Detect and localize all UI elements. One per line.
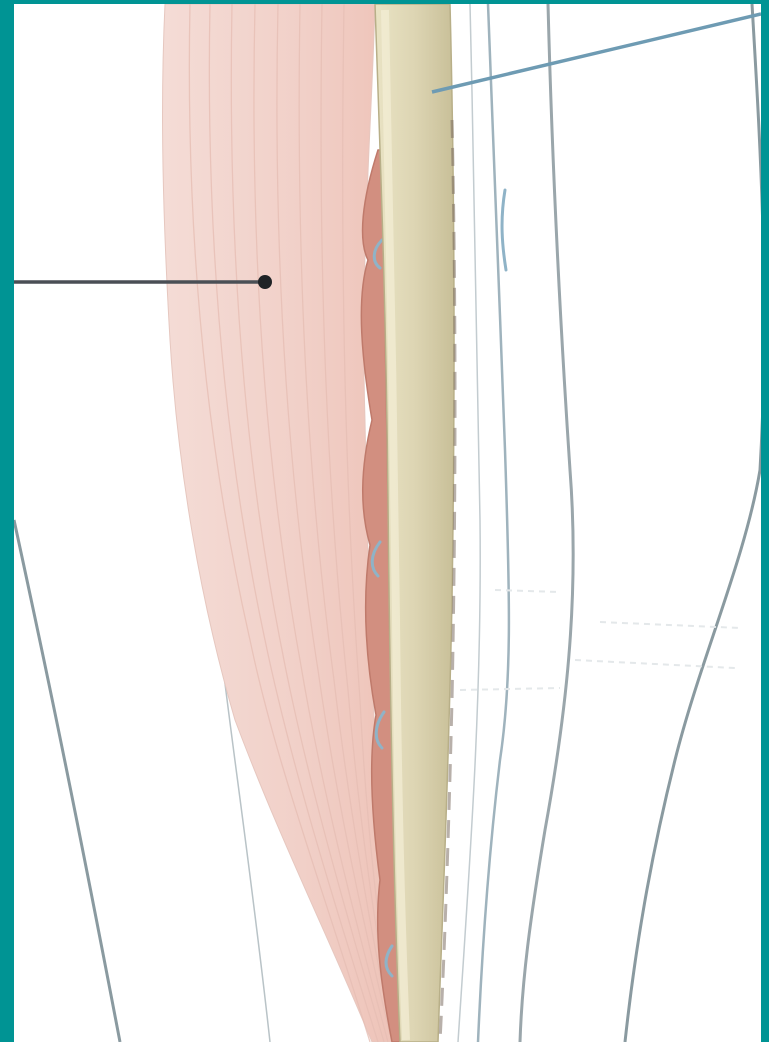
leader-dot-muscle (258, 275, 272, 289)
leader-line-bone (432, 14, 761, 92)
leg-outline-left (14, 520, 120, 1042)
tendon-line-right-1 (520, 4, 573, 1042)
leg-outline-right (625, 4, 764, 1042)
fibula-faint-marks (460, 590, 740, 690)
tendon-line-right-3 (458, 4, 480, 1042)
tendon-line-right-2 (478, 4, 509, 1042)
